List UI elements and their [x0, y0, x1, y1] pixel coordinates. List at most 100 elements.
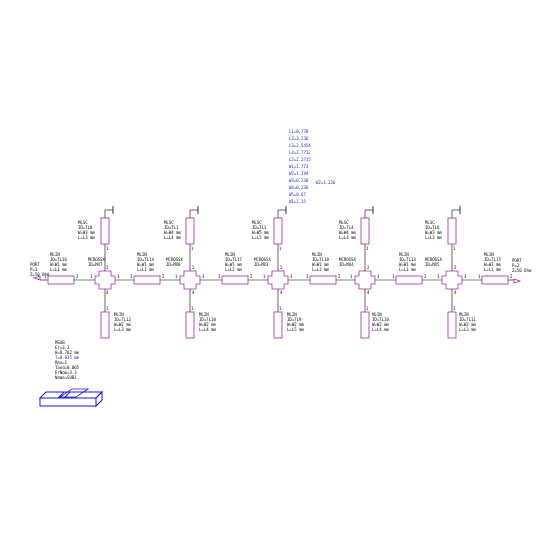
svg-text:MLSC: MLSC: [425, 220, 435, 225]
svg-text:ID=MX7: ID=MX7: [88, 262, 103, 267]
variable-block[interactable]: L1=0.778 L2=3.236 L3=2.5454 L4=2.7712 L5…: [289, 129, 336, 204]
svg-text:Tand=0.005: Tand=0.005: [55, 365, 80, 370]
svg-text:ID=MX4: ID=MX4: [339, 262, 354, 267]
svg-text:L=L4 mm: L=L4 mm: [339, 235, 356, 240]
series-line-tl16[interactable]: MLIN ID=TL16 W=W1 mm L=L1 mm 1 2: [44, 252, 79, 285]
svg-text:W=W1 mm: W=W1 mm: [312, 262, 329, 267]
svg-text:L=L3 mm: L=L3 mm: [459, 327, 476, 332]
svg-text:ID=TL8: ID=TL8: [78, 225, 93, 230]
svg-text:4: 4: [367, 290, 370, 295]
svg-text:Er=3.3: Er=3.3: [55, 345, 70, 350]
port-1-id: P=1: [30, 267, 38, 272]
svg-text:ID=TL18: ID=TL18: [312, 257, 329, 262]
svg-text:L=L4 mm: L=L4 mm: [199, 327, 216, 332]
shorted-stub-tl6[interactable]: MLSC ID=TL6 W=W3 mm L=L3 mm 1: [425, 206, 461, 271]
cross-junction-mx3[interactable]: MCROSSX ID=MX3 1 3 2 4: [254, 257, 293, 295]
svg-text:MLIN: MLIN: [484, 252, 494, 257]
port-1-label: PORT: [30, 262, 40, 267]
svg-text:W=W4 mm: W=W4 mm: [339, 230, 356, 235]
svg-text:ID=TL10: ID=TL10: [372, 317, 389, 322]
shorted-stub-tl1[interactable]: MLSC ID=TL1 W=W4 mm L=L4 mm 1: [164, 206, 199, 271]
svg-text:W=W1 mm: W=W1 mm: [137, 262, 154, 267]
svg-text:W=W2 mm: W=W2 mm: [287, 322, 304, 327]
port-1-impedance: Z=50 Ohm: [30, 272, 50, 277]
svg-text:MLSC: MLSC: [78, 220, 88, 225]
svg-text:ID=TL1: ID=TL1: [164, 225, 179, 230]
cross-junction-mx8[interactable]: MCROSSX ID=MX8 1 3 2 4: [166, 257, 205, 295]
cross-junction-mx7[interactable]: MCROSSX ID=MX7 1 3 2 4: [88, 257, 120, 295]
svg-text:L=L1 mm: L=L1 mm: [399, 267, 416, 272]
svg-text:2: 2: [510, 274, 513, 279]
svg-text:1: 1: [191, 246, 194, 251]
open-stub-tl11[interactable]: MLIN ID=TL11 W=W2 mm L=L3 mm 1: [447, 289, 476, 339]
svg-text:W1=1.773: W1=1.773: [289, 164, 309, 169]
svg-text:1: 1: [392, 274, 395, 279]
svg-text:ID=TL12: ID=TL12: [114, 317, 131, 322]
svg-text:1: 1: [130, 274, 133, 279]
svg-text:W2=1.294: W2=1.294: [289, 171, 309, 176]
svg-text:ID=TL4: ID=TL4: [339, 225, 354, 230]
svg-text:4: 4: [454, 290, 457, 295]
open-stub-tl9[interactable]: MLIN ID=TL9 W=W2 mm L=L5 mm 1: [273, 289, 304, 339]
svg-text:MLIN: MLIN: [199, 312, 209, 317]
series-line-tl18[interactable]: MLIN ID=TL18 W=W1 mm L=L2 mm 1 2: [306, 252, 341, 285]
series-line-tl14[interactable]: MLIN ID=TL14 W=W1 mm L=L1 mm 1 2: [130, 252, 165, 285]
svg-text:1: 1: [366, 246, 369, 251]
svg-text:4: 4: [192, 290, 195, 295]
svg-text:L=L1 mm: L=L1 mm: [137, 267, 154, 272]
svg-text:Rho=1: Rho=1: [55, 360, 68, 365]
svg-text:L=L5 mm: L=L5 mm: [252, 235, 269, 240]
cross-junction-mx5[interactable]: MCROSSX ID=MX5 1 3 2 4: [425, 257, 467, 295]
svg-text:1: 1: [218, 274, 221, 279]
shorted-stub-tl4[interactable]: MLSC ID=TL4 W=W4 mm L=L4 mm 1: [339, 206, 374, 271]
svg-text:L=L3 mm: L=L3 mm: [78, 235, 95, 240]
svg-text:1: 1: [453, 246, 456, 251]
svg-text:W5=0.67: W5=0.67: [289, 192, 306, 197]
svg-text:MLIN: MLIN: [459, 312, 469, 317]
open-stub-tl10-a[interactable]: MLIN ID=TL10 W=W2 mm L=L4 mm 1: [185, 289, 216, 339]
svg-text:ID=TL3: ID=TL3: [252, 225, 267, 230]
open-stub-tl10-b[interactable]: MLIN ID=TL10 W=W2 mm L=L4 mm 1: [360, 289, 389, 339]
series-line-tl17[interactable]: MLIN ID=TL17 W=W1 mm L=L2 mm 1 2: [218, 252, 253, 285]
svg-text:W=W2 mm: W=W2 mm: [459, 322, 476, 327]
svg-text:2: 2: [162, 274, 165, 279]
svg-text:L5=2.2715: L5=2.2715: [289, 157, 311, 162]
open-stub-tl12[interactable]: MLIN ID=TL12 W=W2 mm L=L3 mm 1: [100, 289, 131, 339]
svg-text:ID=TL15: ID=TL15: [484, 257, 501, 262]
svg-text:1: 1: [106, 306, 109, 311]
port-1[interactable]: PORT P=1 Z=50 Ohm: [30, 262, 50, 281]
svg-text:4: 4: [106, 290, 109, 295]
series-line-tl15[interactable]: MLIN ID=TL15 W=W1 mm L=L1 mm 1 2: [478, 252, 513, 285]
shorted-stub-tl8[interactable]: MLSC ID=TL8 W=W3 mm L=L3 mm 1: [78, 206, 114, 271]
svg-text:W=W1 mm: W=W1 mm: [484, 262, 501, 267]
cross-junction-mx4[interactable]: MCROSSX ID=MX4 1 3 2 4: [339, 257, 380, 295]
substrate-block[interactable]: MSUB Er=3.3 H=0.762 mm T=0.035 mm Rho=1 …: [38, 340, 104, 408]
svg-text:W2=1.226: W2=1.226: [316, 180, 336, 185]
svg-text:MLIN: MLIN: [287, 312, 297, 317]
svg-text:ID=TL16: ID=TL16: [50, 257, 67, 262]
svg-text:1: 1: [263, 274, 266, 279]
svg-text:W=W1 mm: W=W1 mm: [225, 262, 242, 267]
svg-text:W=W3 mm: W=W3 mm: [425, 230, 442, 235]
svg-text:Name=SUB1: Name=SUB1: [55, 375, 77, 380]
port-2[interactable]: PORT P=2 Z=50 Ohm: [512, 258, 532, 284]
svg-text:ID=MX3: ID=MX3: [254, 262, 269, 267]
svg-text:ID=TL11: ID=TL11: [459, 317, 476, 322]
svg-text:1: 1: [44, 274, 47, 279]
svg-text:1: 1: [453, 306, 456, 311]
svg-text:2: 2: [367, 265, 370, 270]
shorted-stub-tl3[interactable]: MLSC ID=TL3 W=W5 mm L=L5 mm 1: [252, 206, 287, 271]
svg-text:3: 3: [117, 274, 120, 279]
svg-text:MCROSSX: MCROSSX: [166, 257, 183, 262]
svg-text:2: 2: [250, 274, 253, 279]
svg-text:MLIN: MLIN: [372, 312, 382, 317]
series-line-tl13[interactable]: MLIN ID=TL13 W=W1 mm L=L1 mm 1 2: [392, 252, 427, 285]
svg-text:MCROSSX: MCROSSX: [339, 257, 356, 262]
svg-text:ID=TL14: ID=TL14: [137, 257, 154, 262]
svg-text:MLSC: MLSC: [164, 220, 174, 225]
svg-text:MLSC: MLSC: [339, 220, 349, 225]
svg-text:1: 1: [350, 274, 353, 279]
svg-text:2: 2: [338, 274, 341, 279]
svg-text:MLIN: MLIN: [225, 252, 235, 257]
svg-text:ErNom=3.3: ErNom=3.3: [55, 370, 77, 375]
